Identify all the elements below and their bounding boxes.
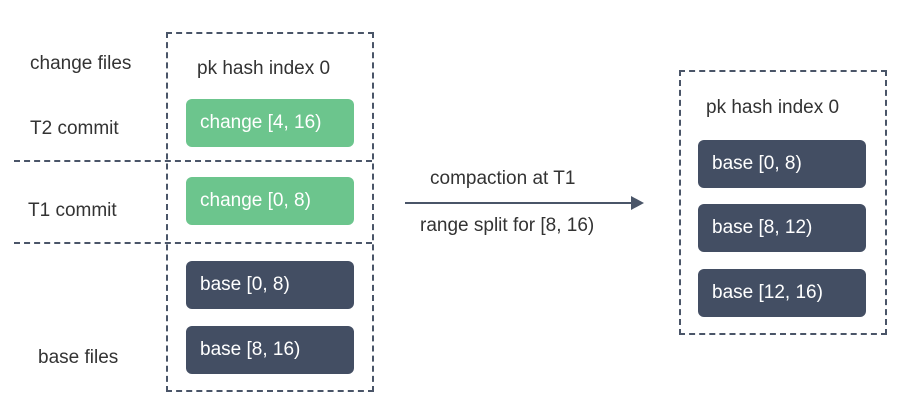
base-file-0-8: base [0, 8) [186,261,354,309]
result-base-file-8-12: base [8, 12) [698,204,866,252]
arrow-right-icon [631,196,644,210]
left-partition-box [166,32,374,392]
base-files-label: base files [38,347,119,368]
change-files-label: change files [30,53,132,74]
result-base-file-12-16-label: base [12, 16) [712,282,823,303]
change-file-t1: change [0, 8) [186,177,354,225]
range-split-label: range split for [8, 16) [420,215,595,236]
base-file-8-16-label: base [8, 16) [200,339,301,360]
base-file-8-16: base [8, 16) [186,326,354,374]
result-base-file-0-8: base [0, 8) [698,140,866,188]
result-base-file-8-12-label: base [8, 12) [712,217,813,238]
change-file-t1-label: change [0, 8) [200,190,311,211]
change-file-t2: change [4, 16) [186,99,354,147]
t2-commit-label: T2 commit [30,118,119,139]
result-base-file-0-8-label: base [0, 8) [712,153,802,174]
right-partition-box [679,70,887,335]
commit-separator-t2-t1 [14,160,372,162]
commit-separator-t1-base [14,242,372,244]
t1-commit-label: T1 commit [28,200,117,221]
base-file-0-8-label: base [0, 8) [200,274,290,295]
result-base-file-12-16: base [12, 16) [698,269,866,317]
compaction-arrow-line [405,202,633,204]
compaction-label: compaction at T1 [430,168,576,189]
left-partition-title: pk hash index 0 [197,58,331,79]
change-file-t2-label: change [4, 16) [200,112,322,133]
right-partition-title: pk hash index 0 [706,97,840,118]
